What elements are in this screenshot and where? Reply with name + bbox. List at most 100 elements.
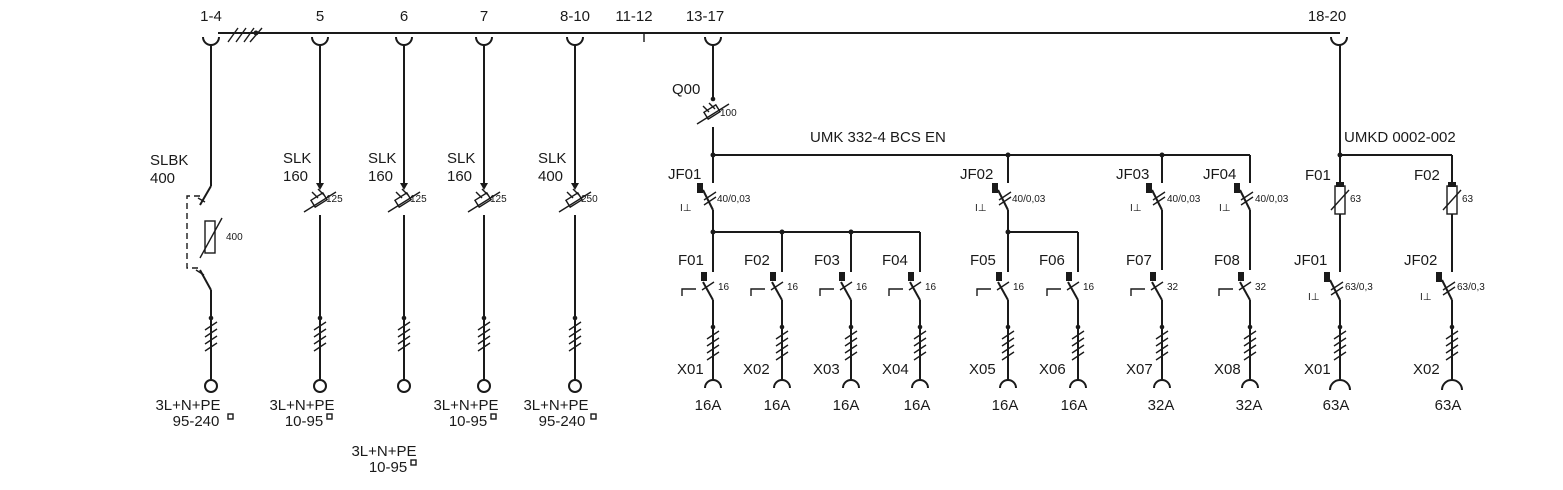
- feeder-rating-label: 125: [410, 194, 427, 205]
- mcb-rating: 16: [925, 282, 937, 293]
- feeder-slk-160-c: SLK 160 125 3L+N+PE 10-95: [433, 45, 507, 430]
- rcd-label: JF01: [668, 166, 701, 183]
- feeder-cable-section: 10-95: [369, 459, 407, 476]
- mcb-label: F08: [1214, 252, 1240, 269]
- feeder-size-label: 160: [368, 168, 393, 185]
- mcb-rating: 32: [1255, 282, 1267, 293]
- rcd-rating: 40/0,03: [717, 194, 751, 205]
- feeder-device-label: SLK: [447, 150, 475, 167]
- umk-main-switch: Q00 100: [672, 45, 737, 155]
- bus-label: 6: [400, 8, 408, 25]
- feeder-rating-label: 400: [226, 232, 243, 243]
- mcb-label: F06: [1039, 252, 1065, 269]
- feeder-rating-label: 125: [326, 194, 343, 205]
- socket-current: 63A: [1323, 397, 1350, 414]
- socket-current: 16A: [992, 397, 1019, 414]
- feeder-size-label: 160: [283, 168, 308, 185]
- umk-rcds: JF01 40/0,03 I⊥ JF02 40/0,03 I⊥ JF03 40/…: [668, 155, 1289, 270]
- socket-current: 16A: [1061, 397, 1088, 414]
- fuse-icon: [204, 220, 216, 254]
- bus-label: 18-20: [1308, 8, 1346, 25]
- bus-connectors: [202, 36, 1348, 46]
- mcb-label: F05: [970, 252, 996, 269]
- rcd-label: JF03: [1116, 166, 1149, 183]
- umk-mcbs: F01 16 X01 16A F02 16 X02 16A F: [677, 232, 1267, 414]
- socket-label: X04: [882, 361, 909, 378]
- socket-label: X07: [1126, 361, 1153, 378]
- svg-text:I⊥: I⊥: [1130, 203, 1142, 214]
- svg-text:I⊥: I⊥: [680, 203, 692, 214]
- rcd-rating: 40/0,03: [1012, 194, 1046, 205]
- rcd-label: JF02: [1404, 252, 1437, 269]
- rcd-rating: 63/0,3: [1345, 282, 1373, 293]
- umkd-section: UMKD 0002-002 F01 63 F02 63 JF01 63/0,3 …: [1294, 45, 1485, 414]
- feeder-cable-section: 10-95: [449, 413, 487, 430]
- rcd-label: JF01: [1294, 252, 1327, 269]
- socket-current: 32A: [1148, 397, 1175, 414]
- socket-current: 16A: [904, 397, 931, 414]
- socket-label: X08: [1214, 361, 1241, 378]
- socket-label: X01: [1304, 361, 1331, 378]
- svg-text:I⊥: I⊥: [1420, 292, 1432, 303]
- fuse-rating: 63: [1350, 194, 1362, 205]
- svg-text:I⊥: I⊥: [975, 203, 987, 214]
- main-switch-label: Q00: [672, 81, 700, 98]
- socket-current: 16A: [695, 397, 722, 414]
- socket-current: 32A: [1236, 397, 1263, 414]
- mcb-label: F04: [882, 252, 908, 269]
- rcd-rating: 63/0,3: [1457, 282, 1485, 293]
- feeder-rating-label: 250: [581, 194, 598, 205]
- socket-label: X03: [813, 361, 840, 378]
- socket-label: X05: [969, 361, 996, 378]
- fuse-rating: 63: [1462, 194, 1474, 205]
- feeder-device-label: SLBK: [150, 152, 188, 169]
- feeder-cable-section: 95-240: [173, 413, 220, 430]
- mcb-rating: 16: [718, 282, 730, 293]
- svg-text:I⊥: I⊥: [1219, 203, 1231, 214]
- feeder-cable-section: 10-95: [285, 413, 323, 430]
- feeder-slk-160-b: SLK 160 125 3L+N+PE 10-95: [351, 45, 427, 476]
- feeder-slk-160-a: SLK 160 125 3L+N+PE 10-95: [269, 45, 343, 430]
- socket-label: X01: [677, 361, 704, 378]
- bus-label: 11-12: [615, 8, 652, 25]
- feeder-size-label: 400: [538, 168, 563, 185]
- bus-label: 5: [316, 8, 324, 25]
- main-switch-rating: 100: [720, 108, 737, 119]
- mcb-rating: 16: [856, 282, 868, 293]
- mcb-rating: 16: [1013, 282, 1025, 293]
- feeder-device-label: SLK: [283, 150, 311, 167]
- feeder-cable-label: 3L+N+PE: [523, 397, 588, 414]
- bus-label: 8-10: [560, 8, 590, 25]
- feeder-slbk-400: SLBK 400 400 3L+N+PE 95-240: [150, 45, 243, 430]
- feeder-size-label: 160: [447, 168, 472, 185]
- mcb-rating: 32: [1167, 282, 1179, 293]
- rcd-label: JF02: [960, 166, 993, 183]
- mcb-label: F07: [1126, 252, 1152, 269]
- feeder-cable-section: 95-240: [539, 413, 586, 430]
- socket-current: 63A: [1435, 397, 1462, 414]
- feeder-rating-label: 125: [490, 194, 507, 205]
- mcb-label: F01: [678, 252, 704, 269]
- bus-label: 7: [480, 8, 488, 25]
- umk-name: UMK 332-4 BCS EN: [810, 129, 946, 146]
- mcb-rating: 16: [1083, 282, 1095, 293]
- feeder-cable-label: 3L+N+PE: [433, 397, 498, 414]
- fuse-label: F02: [1414, 167, 1440, 184]
- feeder-device-label: SLK: [538, 150, 566, 167]
- mcb-rating: 16: [787, 282, 799, 293]
- bus-label: 13-17: [686, 8, 724, 25]
- socket-current: 16A: [833, 397, 860, 414]
- umkd-name: UMKD 0002-002: [1344, 129, 1456, 146]
- rcd-label: JF04: [1203, 166, 1236, 183]
- bus-hatch-marks: [227, 27, 263, 43]
- socket-label: X02: [1413, 361, 1440, 378]
- feeder-size-label: 400: [150, 170, 175, 187]
- feeder-device-label: SLK: [368, 150, 396, 167]
- svg-text:I⊥: I⊥: [1308, 292, 1320, 303]
- rcd-rating: 40/0,03: [1255, 194, 1289, 205]
- socket-label: X06: [1039, 361, 1066, 378]
- feeder-cable-label: 3L+N+PE: [351, 443, 416, 460]
- fuse-label: F01: [1305, 167, 1331, 184]
- bus-label: 1-4: [200, 8, 222, 25]
